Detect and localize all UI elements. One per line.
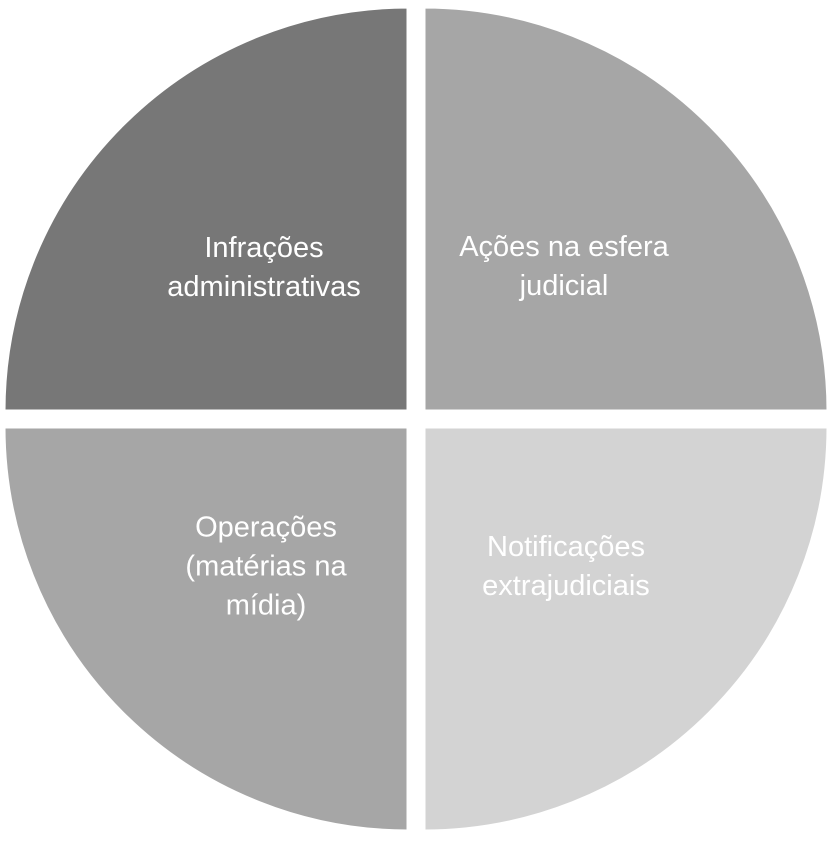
pie-slice-bottom-right	[422, 425, 830, 833]
pie-slice-top-right	[422, 5, 830, 413]
pie-slice-top-left	[2, 5, 410, 413]
pie-slice-bottom-left	[2, 425, 410, 833]
